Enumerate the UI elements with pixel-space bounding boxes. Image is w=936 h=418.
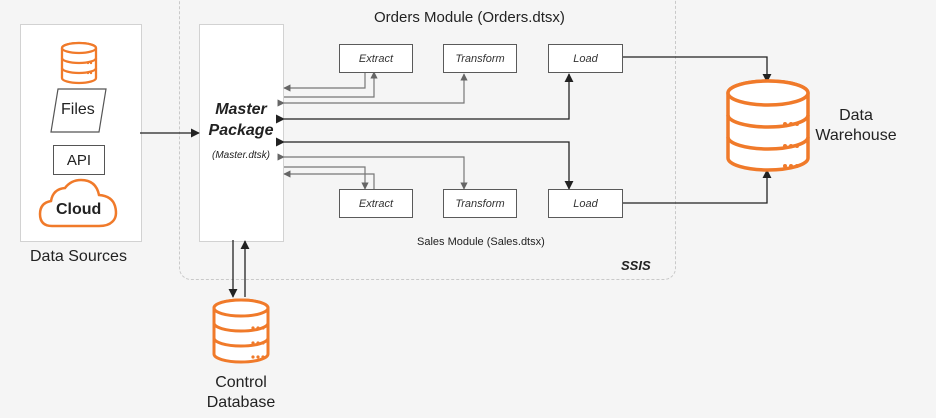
cloud-icon: [38, 178, 118, 228]
arrow-orders-load-to-warehouse: [622, 56, 772, 83]
cloud-label: Cloud: [56, 201, 102, 218]
arrow-orders-extract-to-master: [283, 72, 366, 92]
ssis-label: SSIS: [621, 258, 651, 273]
orders-transform-step: Transform: [443, 44, 517, 73]
master-package-title: Master Package: [208, 101, 274, 139]
arrow-sales-load: [275, 137, 574, 190]
control-database-icon: [212, 298, 270, 364]
warehouse-database-icon: [726, 79, 810, 172]
sales-transform-step: Transform: [443, 189, 517, 218]
arrow-master-to-orders-extract: [284, 71, 378, 98]
arrow-master-to-sales-extract: [284, 166, 369, 190]
sales-extract-step: Extract: [339, 189, 413, 218]
arrow-sales-extract-to-master: [283, 170, 375, 189]
master-package-file: (Master.dtsk): [212, 150, 270, 161]
sales-load-step: Load: [548, 189, 623, 218]
arrow-orders-load: [275, 73, 574, 124]
data-sources-caption: Data Sources: [30, 248, 127, 265]
control-database-label: Control Database: [206, 374, 276, 411]
data-warehouse-label: Data Warehouse: [815, 107, 897, 144]
api-label: API: [66, 151, 92, 169]
master-package-box: [199, 24, 284, 242]
sales-module-title: Sales Module (Sales.dtsx): [417, 236, 545, 248]
files-icon: [50, 88, 107, 133]
orders-load-step: Load: [548, 44, 623, 73]
orders-module-title: Orders Module (Orders.dtsx): [374, 9, 565, 26]
files-label: Files: [61, 101, 95, 118]
arrow-sales-transform: [277, 153, 468, 190]
arrow-sales-load-to-warehouse: [622, 169, 772, 204]
api-box: API: [53, 145, 105, 175]
ssis-boundary: [179, 0, 676, 280]
orders-extract-step: Extract: [339, 44, 413, 73]
